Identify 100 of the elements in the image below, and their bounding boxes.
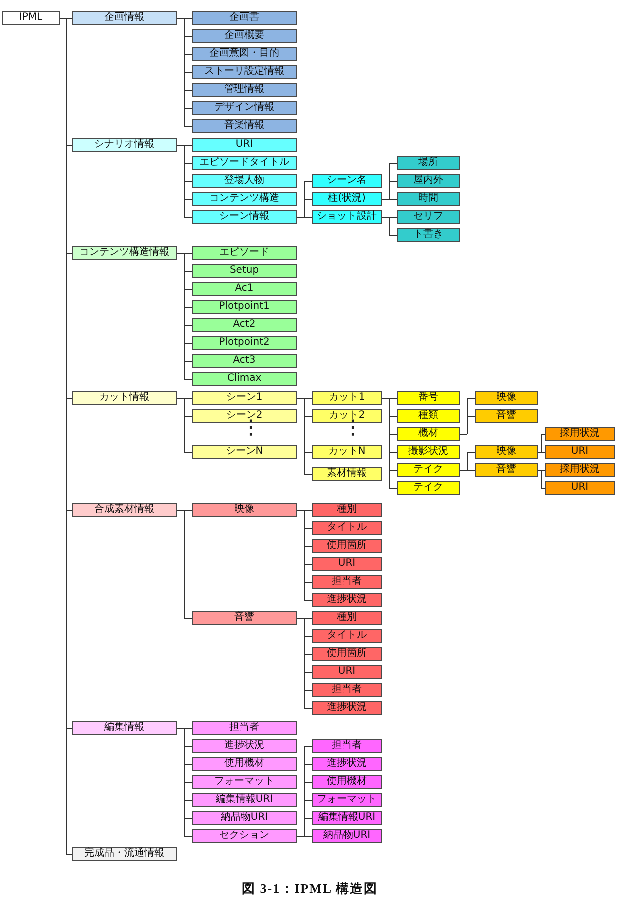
- tree-node: 採用状況: [545, 427, 615, 441]
- tree-node: タイトル: [312, 629, 382, 643]
- tree-node: 編集情報: [72, 721, 177, 735]
- tree-node: 採用状況: [545, 463, 615, 477]
- tree-node: 担当者: [312, 575, 382, 589]
- tree-node: 編集情報URI: [312, 811, 382, 825]
- connector-line: [176, 728, 192, 837]
- connector-line: [296, 398, 312, 475]
- connector-line: [538, 434, 546, 453]
- tree-node: 企画意図・目的: [192, 47, 297, 61]
- tree-node: URI: [312, 557, 382, 571]
- tree-node: URI: [545, 445, 615, 459]
- tree-node: 納品物URI: [192, 811, 297, 825]
- tree-node: 使用箇所: [312, 539, 382, 553]
- tree-node: デザイン情報: [192, 101, 297, 115]
- tree-node: シナリオ情報: [72, 138, 177, 152]
- tree-node: フォーマット: [192, 775, 297, 789]
- tree-node: 時間: [397, 192, 460, 206]
- tree-node: カットN: [312, 445, 382, 459]
- tree-node: URI: [545, 481, 615, 495]
- tree-node: 映像: [475, 391, 538, 405]
- tree-node: フォーマット: [312, 793, 382, 807]
- tree-node: 番号: [397, 391, 460, 405]
- tree-node: エピソードタイトル: [192, 156, 297, 170]
- tree-node: 合成素材情報: [72, 503, 177, 517]
- connector-line: [382, 217, 398, 236]
- tree-node: 種別: [312, 503, 382, 517]
- tree-node: 種類: [397, 409, 460, 423]
- tree-node: 場所: [397, 156, 460, 170]
- tree-node: テイク: [397, 463, 460, 477]
- tree-node: ショット設計: [312, 210, 382, 224]
- tree-node: 担当者: [312, 739, 382, 753]
- tree-node: Act3: [192, 354, 297, 368]
- tree-node: Setup: [192, 264, 297, 278]
- connector-line: [460, 452, 476, 471]
- tree-node: ト書き: [397, 228, 460, 242]
- tree-node: セクション: [192, 829, 297, 843]
- tree-node: Ac1: [192, 282, 297, 296]
- tree-node: URI: [192, 138, 297, 152]
- tree-node: IPML: [2, 11, 60, 25]
- tree-node: 屋内外: [397, 174, 460, 188]
- tree-node: 進捗状況: [312, 593, 382, 607]
- tree-node: 企画情報: [72, 11, 177, 25]
- tree-node: 柱(状況): [312, 192, 382, 206]
- tree-node: 使用機材: [312, 775, 382, 789]
- tree-node: Plotpoint1: [192, 300, 297, 314]
- tree-node: 進捗状況: [312, 701, 382, 715]
- tree-node: 進捗状況: [192, 739, 297, 753]
- connector-line: [176, 145, 192, 218]
- tree-node: カット情報: [72, 391, 177, 405]
- tree-node: 映像: [192, 503, 297, 517]
- connector-line: [176, 510, 192, 619]
- connector-line: [296, 510, 312, 601]
- tree-node: カット1: [312, 391, 382, 405]
- tree-node: シーン情報: [192, 210, 297, 224]
- tree-node: 素材情報: [312, 467, 382, 481]
- connector-line: [176, 398, 192, 453]
- tree-node: コンテンツ構造情報: [72, 246, 177, 260]
- tree-node: 使用箇所: [312, 647, 382, 661]
- tree-node: 企画書: [192, 11, 297, 25]
- connector-line: [296, 618, 312, 709]
- connector-line: [382, 398, 398, 489]
- tree-node: URI: [312, 665, 382, 679]
- tree-node: Plotpoint2: [192, 336, 297, 350]
- tree-node: シーン1: [192, 391, 297, 405]
- tree-node: 機材: [397, 427, 460, 441]
- tree-node: 進捗状況: [312, 757, 382, 771]
- tree-node: 種別: [312, 611, 382, 625]
- tree-node: シーンN: [192, 445, 297, 459]
- tree-node: 登場人物: [192, 174, 297, 188]
- figure-caption: 図 3-1：IPML 構造図: [242, 881, 378, 897]
- tree-node: 担当者: [192, 721, 297, 735]
- tree-node: 使用機材: [192, 757, 297, 771]
- tree-node: 音響: [475, 409, 538, 423]
- connector-line: [176, 253, 192, 380]
- connector-line: [296, 181, 312, 218]
- tree-node: タイトル: [312, 521, 382, 535]
- tree-node: 担当者: [312, 683, 382, 697]
- tree-node: セリフ: [397, 210, 460, 224]
- tree-node: 完成品・流通情報: [72, 847, 177, 861]
- tree-node: エピソード: [192, 246, 297, 260]
- tree-node: コンテンツ構造: [192, 192, 297, 206]
- connector-line: [538, 470, 546, 489]
- tree-node: 編集情報URI: [192, 793, 297, 807]
- tree-node: 映像: [475, 445, 538, 459]
- tree-node: 撮影状況: [397, 445, 460, 459]
- tree-node: 音響: [192, 611, 297, 625]
- connector-line: [460, 398, 476, 435]
- tree-node: Climax: [192, 372, 297, 386]
- tree-node: 音楽情報: [192, 119, 297, 133]
- tree-node: 管理情報: [192, 83, 297, 97]
- tree-node: テイク: [397, 481, 460, 495]
- connector-line: [176, 18, 192, 127]
- tree-node: 企画概要: [192, 29, 297, 43]
- tree-node: シーン名: [312, 174, 382, 188]
- tree-node: Act2: [192, 318, 297, 332]
- tree-node: 音響: [475, 463, 538, 477]
- tree-node: 納品物URI: [312, 829, 382, 843]
- connector-line: [60, 18, 72, 855]
- tree-node: ストーリ設定情報: [192, 65, 297, 79]
